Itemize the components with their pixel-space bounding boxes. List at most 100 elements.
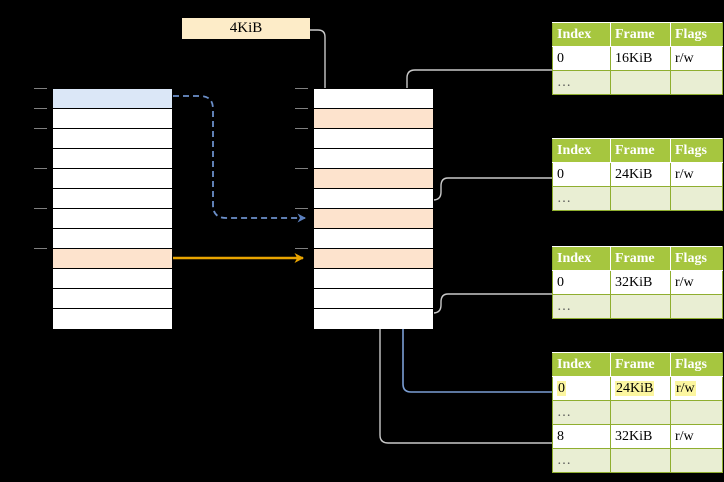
page-table-level-1-row-1-cell-2[interactable] xyxy=(670,70,723,95)
page-table-level-4-row-2-cell-2[interactable]: r/w xyxy=(670,424,723,449)
physical-memory-column-cell-6[interactable] xyxy=(314,209,433,229)
page-table-level-2-row-0-cell-2[interactable]: r/w xyxy=(670,162,723,187)
physical-memory-column-tick-6 xyxy=(295,208,308,209)
virtual-address-space-column-cell-0[interactable] xyxy=(53,89,172,109)
physical-memory-column-cell-2[interactable] xyxy=(314,129,433,149)
virtual-address-space-column-cell-6[interactable] xyxy=(53,209,172,229)
physical-memory-column-cell-5[interactable] xyxy=(314,189,433,209)
page-table-level-4-col-index: Index xyxy=(552,352,611,377)
virtual-address-space-column-cell-2[interactable] xyxy=(53,129,172,149)
page-table-level-1-row-0-cell-0[interactable]: 0 xyxy=(552,46,611,71)
page-table-level-3-row-1[interactable]: … xyxy=(552,294,723,319)
page-table-level-1-col-frame: Frame xyxy=(610,22,671,47)
virtual-address-space-column-cell-10[interactable] xyxy=(53,289,172,309)
page-table-level-1-col-flags: Flags xyxy=(670,22,723,47)
page-table-level-4-row-1-cell-0[interactable]: … xyxy=(552,400,611,425)
page-table-level-3-row-0-cell-0[interactable]: 0 xyxy=(552,270,611,295)
virtual-address-space-column-tick-8 xyxy=(34,248,47,249)
wire-virtual-to-physical-dashed xyxy=(173,95,306,223)
page-table-level-2-row-1[interactable]: … xyxy=(552,186,723,211)
page-table-level-1-col-index: Index xyxy=(552,22,611,47)
page-table-level-4-row-1-cell-1[interactable] xyxy=(610,400,671,425)
virtual-address-space-column-tick-4 xyxy=(34,168,47,169)
page-table-level-4-row-2-cell-1[interactable]: 32KiB xyxy=(610,424,671,449)
highlighted-value: r/w xyxy=(675,380,696,396)
page-table-level-2-row-0-cell-0[interactable]: 0 xyxy=(552,162,611,187)
page-table-level-1-row-0-cell-2[interactable]: r/w xyxy=(670,46,723,71)
page-table-level-4-row-3-cell-2[interactable] xyxy=(670,448,723,473)
page-table-level-2-row-1-cell-0[interactable]: … xyxy=(552,186,611,211)
physical-memory-column-cell-9[interactable] xyxy=(314,269,433,289)
page-table-level-4-row-0-cell-0[interactable]: 0 xyxy=(552,376,611,401)
page-table-level-3-col-frame: Frame xyxy=(610,246,671,271)
page-size-label: 4KiB xyxy=(182,18,310,39)
page-table-level-2-col-flags: Flags xyxy=(670,138,723,163)
page-table-level-4-row-3[interactable]: … xyxy=(552,448,723,473)
physical-memory-column-cell-7[interactable] xyxy=(314,229,433,249)
physical-memory-column-tick-2 xyxy=(295,128,308,129)
virtual-address-space-column-tick-6 xyxy=(34,208,47,209)
virtual-address-space-column-cell-7[interactable] xyxy=(53,229,172,249)
page-table-level-2-row-1-cell-1[interactable] xyxy=(610,186,671,211)
virtual-address-space-column-cell-8[interactable] xyxy=(53,249,172,269)
physical-memory-column-cell-3[interactable] xyxy=(314,149,433,169)
wire-pt1-to-frame xyxy=(406,69,552,196)
page-table-level-2-col-frame: Frame xyxy=(610,138,671,163)
page-table-level-4-row-1[interactable]: … xyxy=(552,400,723,425)
page-table-level-4-row-2-cell-0[interactable]: 8 xyxy=(552,424,611,449)
physical-memory-column-cell-1[interactable] xyxy=(314,109,433,129)
virtual-address-space-column-cell-11[interactable] xyxy=(53,309,172,329)
page-table-level-4-col-flags: Flags xyxy=(670,352,723,377)
page-table-level-3-col-flags: Flags xyxy=(670,246,723,271)
virtual-address-space-column-cell-9[interactable] xyxy=(53,269,172,289)
highlighted-value: 0 xyxy=(557,380,566,396)
physical-memory-column-tick-1 xyxy=(295,108,308,109)
physical-memory-column-tick-8 xyxy=(295,248,308,249)
page-table-level-3-col-index: Index xyxy=(552,246,611,271)
page-table-level-3-row-0-cell-2[interactable]: r/w xyxy=(670,270,723,295)
virtual-address-space-column-cell-5[interactable] xyxy=(53,189,172,209)
physical-memory-column-cell-0[interactable] xyxy=(314,89,433,109)
page-table-level-2-row-1-cell-2[interactable] xyxy=(670,186,723,211)
page-table-level-4-col-frame: Frame xyxy=(610,352,671,377)
page-table-level-4-row-0-cell-2[interactable]: r/w xyxy=(670,376,723,401)
virtual-address-space-column-tick-0 xyxy=(34,88,47,89)
physical-memory-column-tick-0 xyxy=(295,88,308,89)
page-table-level-4-row-3-cell-1[interactable] xyxy=(610,448,671,473)
wire-pagesize-to-frame xyxy=(310,29,332,116)
physical-memory-column-cell-8[interactable] xyxy=(314,249,433,269)
page-table-level-1-row-1[interactable]: … xyxy=(552,70,723,95)
wire-pt2-to-frame xyxy=(417,177,552,236)
page-table-level-2-row-0-cell-1[interactable]: 24KiB xyxy=(610,162,671,187)
virtual-address-space-column-cell-3[interactable] xyxy=(53,149,172,169)
physical-memory-column-cell-10[interactable] xyxy=(314,289,433,309)
page-table-level-3-row-1-cell-2[interactable] xyxy=(670,294,723,319)
page-table-level-1-row-1-cell-1[interactable] xyxy=(610,70,671,95)
page-table-level-3-row-1-cell-0[interactable]: … xyxy=(552,294,611,319)
page-table-level-1-row-0-cell-1[interactable]: 16KiB xyxy=(610,46,671,71)
physical-memory-column-cell-11[interactable] xyxy=(314,309,433,329)
page-table-level-4-row-1-cell-2[interactable] xyxy=(670,400,723,425)
page-table-level-2-col-index: Index xyxy=(552,138,611,163)
page-table-level-3-row-0-cell-1[interactable]: 32KiB xyxy=(610,270,671,295)
page-table-level-1-row-1-cell-0[interactable]: … xyxy=(552,70,611,95)
virtual-address-space-column-cell-4[interactable] xyxy=(53,169,172,189)
physical-memory-column-cell-4[interactable] xyxy=(314,169,433,189)
virtual-address-space-column-tick-1 xyxy=(34,108,47,109)
physical-memory-column xyxy=(313,88,434,329)
page-table-level-3-row-1-cell-1[interactable] xyxy=(610,294,671,319)
page-table-level-4-row-0-cell-1[interactable]: 24KiB xyxy=(610,376,671,401)
page-table-level-4-row-3-cell-0[interactable]: … xyxy=(552,448,611,473)
virtual-address-space-column-cell-1[interactable] xyxy=(53,109,172,129)
